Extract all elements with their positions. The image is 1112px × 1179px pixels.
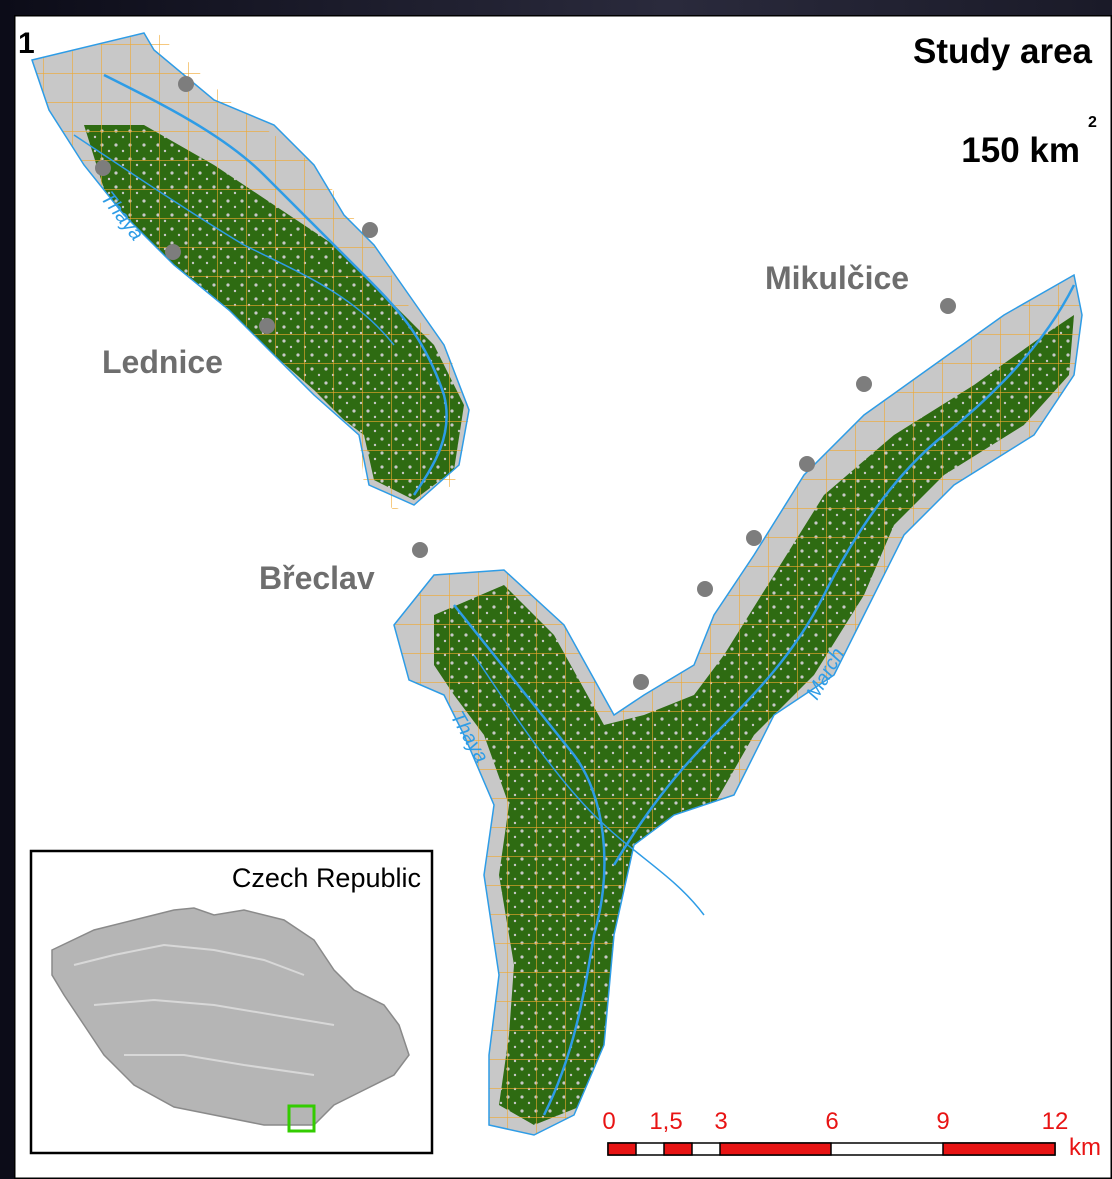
settlement-marker: [697, 581, 713, 597]
scale-tick-3: 3: [714, 1108, 727, 1135]
scale-segment: [607, 1142, 637, 1156]
place-mikulcice: Mikulčice: [765, 260, 909, 296]
inset-label: Czech Republic: [232, 863, 421, 893]
settlement-marker: [178, 76, 194, 92]
settlement-marker: [746, 530, 762, 546]
settlement-marker: [95, 160, 111, 176]
settlement-marker: [259, 318, 275, 334]
settlement-marker: [856, 376, 872, 392]
settlement-marker: [940, 298, 956, 314]
scale-tick-0: 0: [602, 1108, 615, 1135]
scale-unit: km: [1069, 1134, 1101, 1161]
area-value: 150 km: [961, 131, 1080, 170]
scale-bar: 0 1,5 3 6 9 12 km: [602, 1108, 1101, 1161]
river-thaya-south: [453, 604, 606, 1116]
inset-study-area-box: [287, 1104, 316, 1133]
scale-tick-1-5: 1,5: [649, 1108, 682, 1135]
scale-tick-9: 9: [936, 1108, 949, 1135]
area-superscript: 2: [1088, 114, 1097, 131]
place-lednice: Lednice: [102, 344, 223, 380]
map-title: Study area: [913, 32, 1092, 71]
map-svg: 1 Study area 150 km 2 Lednice Břeclav Mi…: [14, 15, 1112, 1179]
settlement-marker: [412, 542, 428, 558]
scale-segment: [942, 1142, 1056, 1156]
inset-map: Czech Republic: [29, 849, 434, 1155]
scale-segment: [663, 1142, 693, 1156]
figure-number: 1: [18, 27, 35, 60]
settlement-marker: [799, 456, 815, 472]
settlement-marker: [633, 674, 649, 690]
river-thaya-north: [103, 73, 448, 496]
river-march: [612, 284, 1076, 866]
scale-tick-12: 12: [1042, 1108, 1069, 1135]
scale-tick-6: 6: [825, 1108, 838, 1135]
settlement-markers: [95, 76, 956, 690]
place-breclav: Břeclav: [259, 560, 375, 596]
scale-segment: [719, 1142, 832, 1156]
relief-map: [51, 907, 410, 1126]
settlement-marker: [362, 222, 378, 238]
settlement-marker: [165, 244, 181, 260]
map-panel: 1 Study area 150 km 2 Lednice Břeclav Mi…: [14, 15, 1112, 1179]
